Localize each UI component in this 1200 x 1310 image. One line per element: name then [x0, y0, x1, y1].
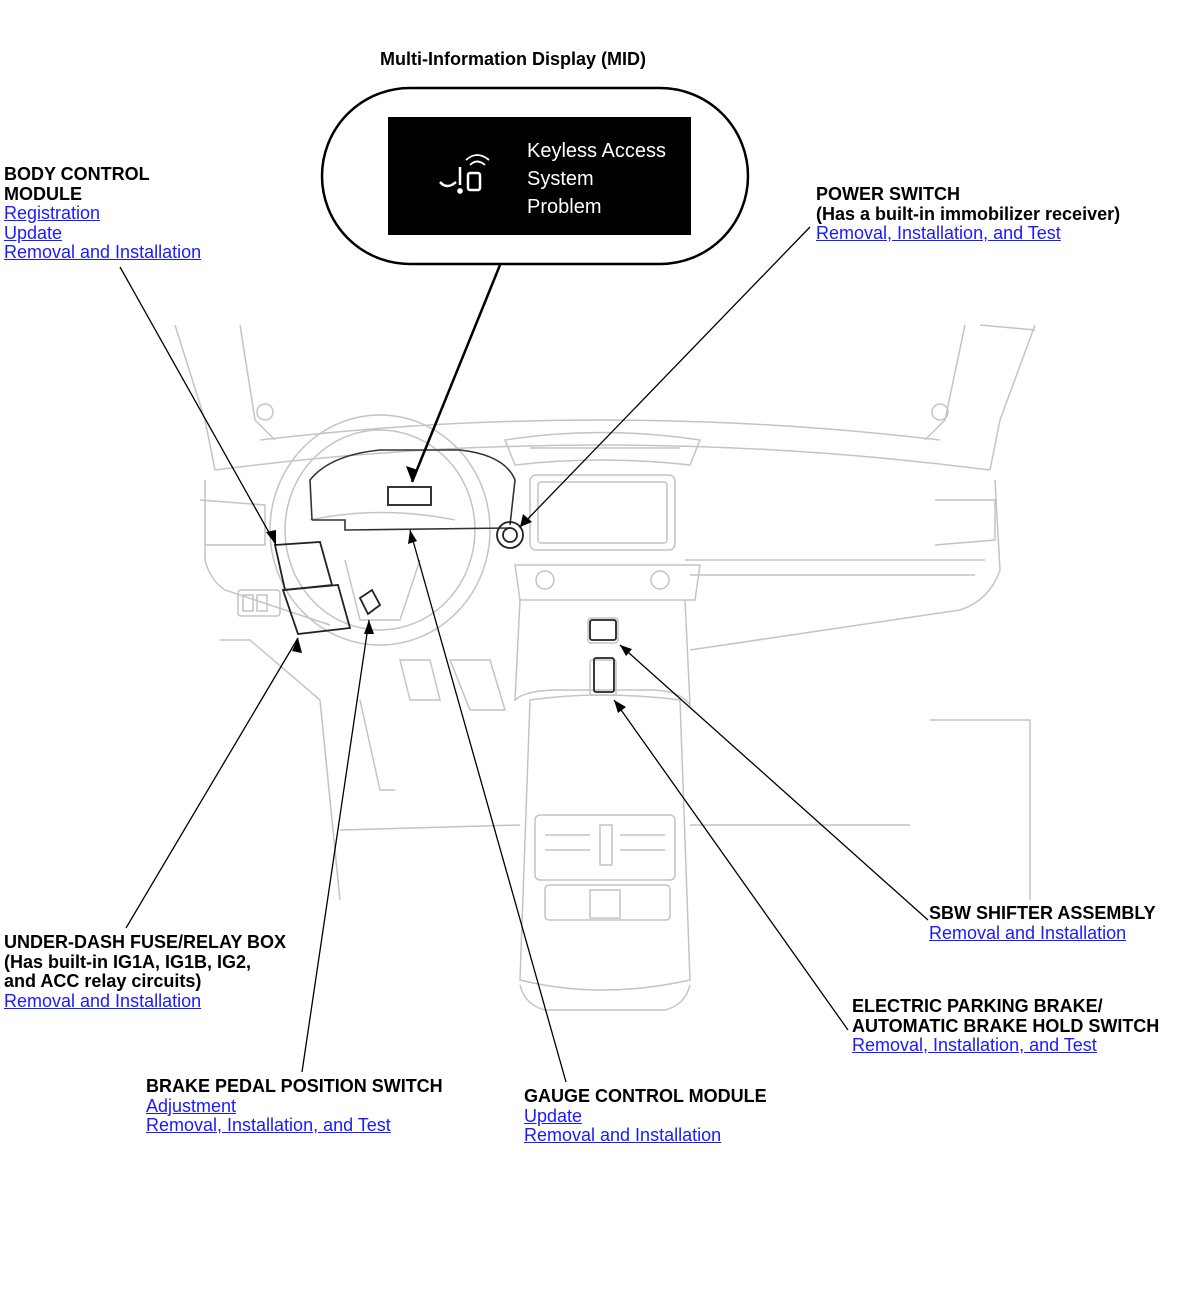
leader-arrowheads	[266, 466, 632, 713]
fuse-relay-box-subtitle-1: (Has built-in IG1A, IG1B, IG2,	[4, 951, 252, 972]
gauge-control-module-removal-link[interactable]: Removal and Installation	[524, 1125, 722, 1145]
vehicle-interior-drawing	[174, 324, 1036, 1011]
parking-brake-title-2: AUTOMATIC BRAKE HOLD SWITCH	[852, 1015, 1160, 1036]
leader-gauge-control-module	[409, 529, 567, 1083]
sbw-shifter-title: SBW SHIFTER ASSEMBLY	[929, 903, 1156, 923]
electric-parking-brake-label: ELECTRIC PARKING BRAKE/ AUTOMATIC BRAKE …	[852, 996, 1160, 1056]
leader-mid	[410, 264, 502, 483]
parking-brake-removal-link[interactable]: Removal, Installation, and Test	[852, 1035, 1097, 1055]
fuse-relay-box-subtitle-2: and ACC relay circuits)	[4, 971, 202, 991]
mid-screen-line-2: System	[527, 168, 594, 190]
gauge-cluster-hood	[309, 449, 516, 531]
mid-title: Multi-Information Display (MID)	[380, 49, 646, 69]
mid-screen-line-1: Keyless Access	[527, 140, 666, 162]
leader-power-switch	[519, 226, 811, 528]
gauge-control-module-update-link[interactable]: Update	[524, 1105, 583, 1126]
mid-callout: Keyless Access System Problem	[320, 86, 750, 266]
leader-brake-pedal-switch	[301, 619, 370, 1073]
leader-lines	[119, 226, 929, 1083]
gauge-control-module-title: GAUGE CONTROL MODULE	[524, 1086, 767, 1106]
fuse-relay-box-removal-link[interactable]: Removal and Installation	[4, 990, 202, 1011]
power-switch-removal-link[interactable]: Removal, Installation, and Test	[816, 223, 1061, 243]
fuse-relay-box-title: UNDER-DASH FUSE/RELAY BOX	[4, 932, 287, 952]
brake-pedal-switch-adjustment-link[interactable]: Adjustment	[146, 1095, 237, 1116]
leader-body-control-module	[119, 266, 277, 546]
power-switch-title: POWER SWITCH	[816, 184, 960, 204]
under-dash-fuse-relay-box-label: UNDER-DASH FUSE/RELAY BOX (Has built-in …	[4, 932, 287, 1011]
leader-parking-brake-switch	[613, 699, 849, 1031]
mid-screen	[388, 117, 691, 235]
body-control-module-label: BODY CONTROL MODULE Registration Update …	[4, 164, 202, 263]
power-switch-subtitle: (Has a built-in immobilizer receiver)	[816, 203, 1121, 224]
brake-pedal-position-switch-label: BRAKE PEDAL POSITION SWITCH Adjustment R…	[146, 1076, 443, 1136]
gauge-control-module-label: GAUGE CONTROL MODULE Update Removal and …	[524, 1086, 767, 1146]
keyless-access-warning-icon	[439, 154, 490, 194]
body-control-module-title-2: MODULE	[4, 183, 82, 204]
power-switch-label: POWER SWITCH (Has a built-in immobilizer…	[816, 184, 1121, 244]
body-control-module-removal-link[interactable]: Removal and Installation	[4, 242, 202, 262]
sbw-shifter-removal-link[interactable]: Removal and Installation	[929, 922, 1127, 943]
mid-screen-line-3: Problem	[527, 196, 601, 218]
parking-brake-title-1: ELECTRIC PARKING BRAKE/	[852, 996, 1103, 1016]
brake-pedal-switch-removal-link[interactable]: Removal, Installation, and Test	[146, 1115, 391, 1135]
sbw-shifter-assembly-label: SBW SHIFTER ASSEMBLY Removal and Install…	[929, 903, 1156, 943]
body-control-module-title-1: BODY CONTROL	[4, 164, 150, 184]
body-control-module-registration-link[interactable]: Registration	[4, 203, 101, 223]
module-boxes	[273, 521, 617, 693]
body-control-module-update-link[interactable]: Update	[4, 222, 63, 243]
leader-fuse-relay-box	[125, 637, 299, 929]
leader-sbw-shifter	[619, 644, 929, 921]
brake-pedal-switch-title: BRAKE PEDAL POSITION SWITCH	[146, 1076, 443, 1096]
